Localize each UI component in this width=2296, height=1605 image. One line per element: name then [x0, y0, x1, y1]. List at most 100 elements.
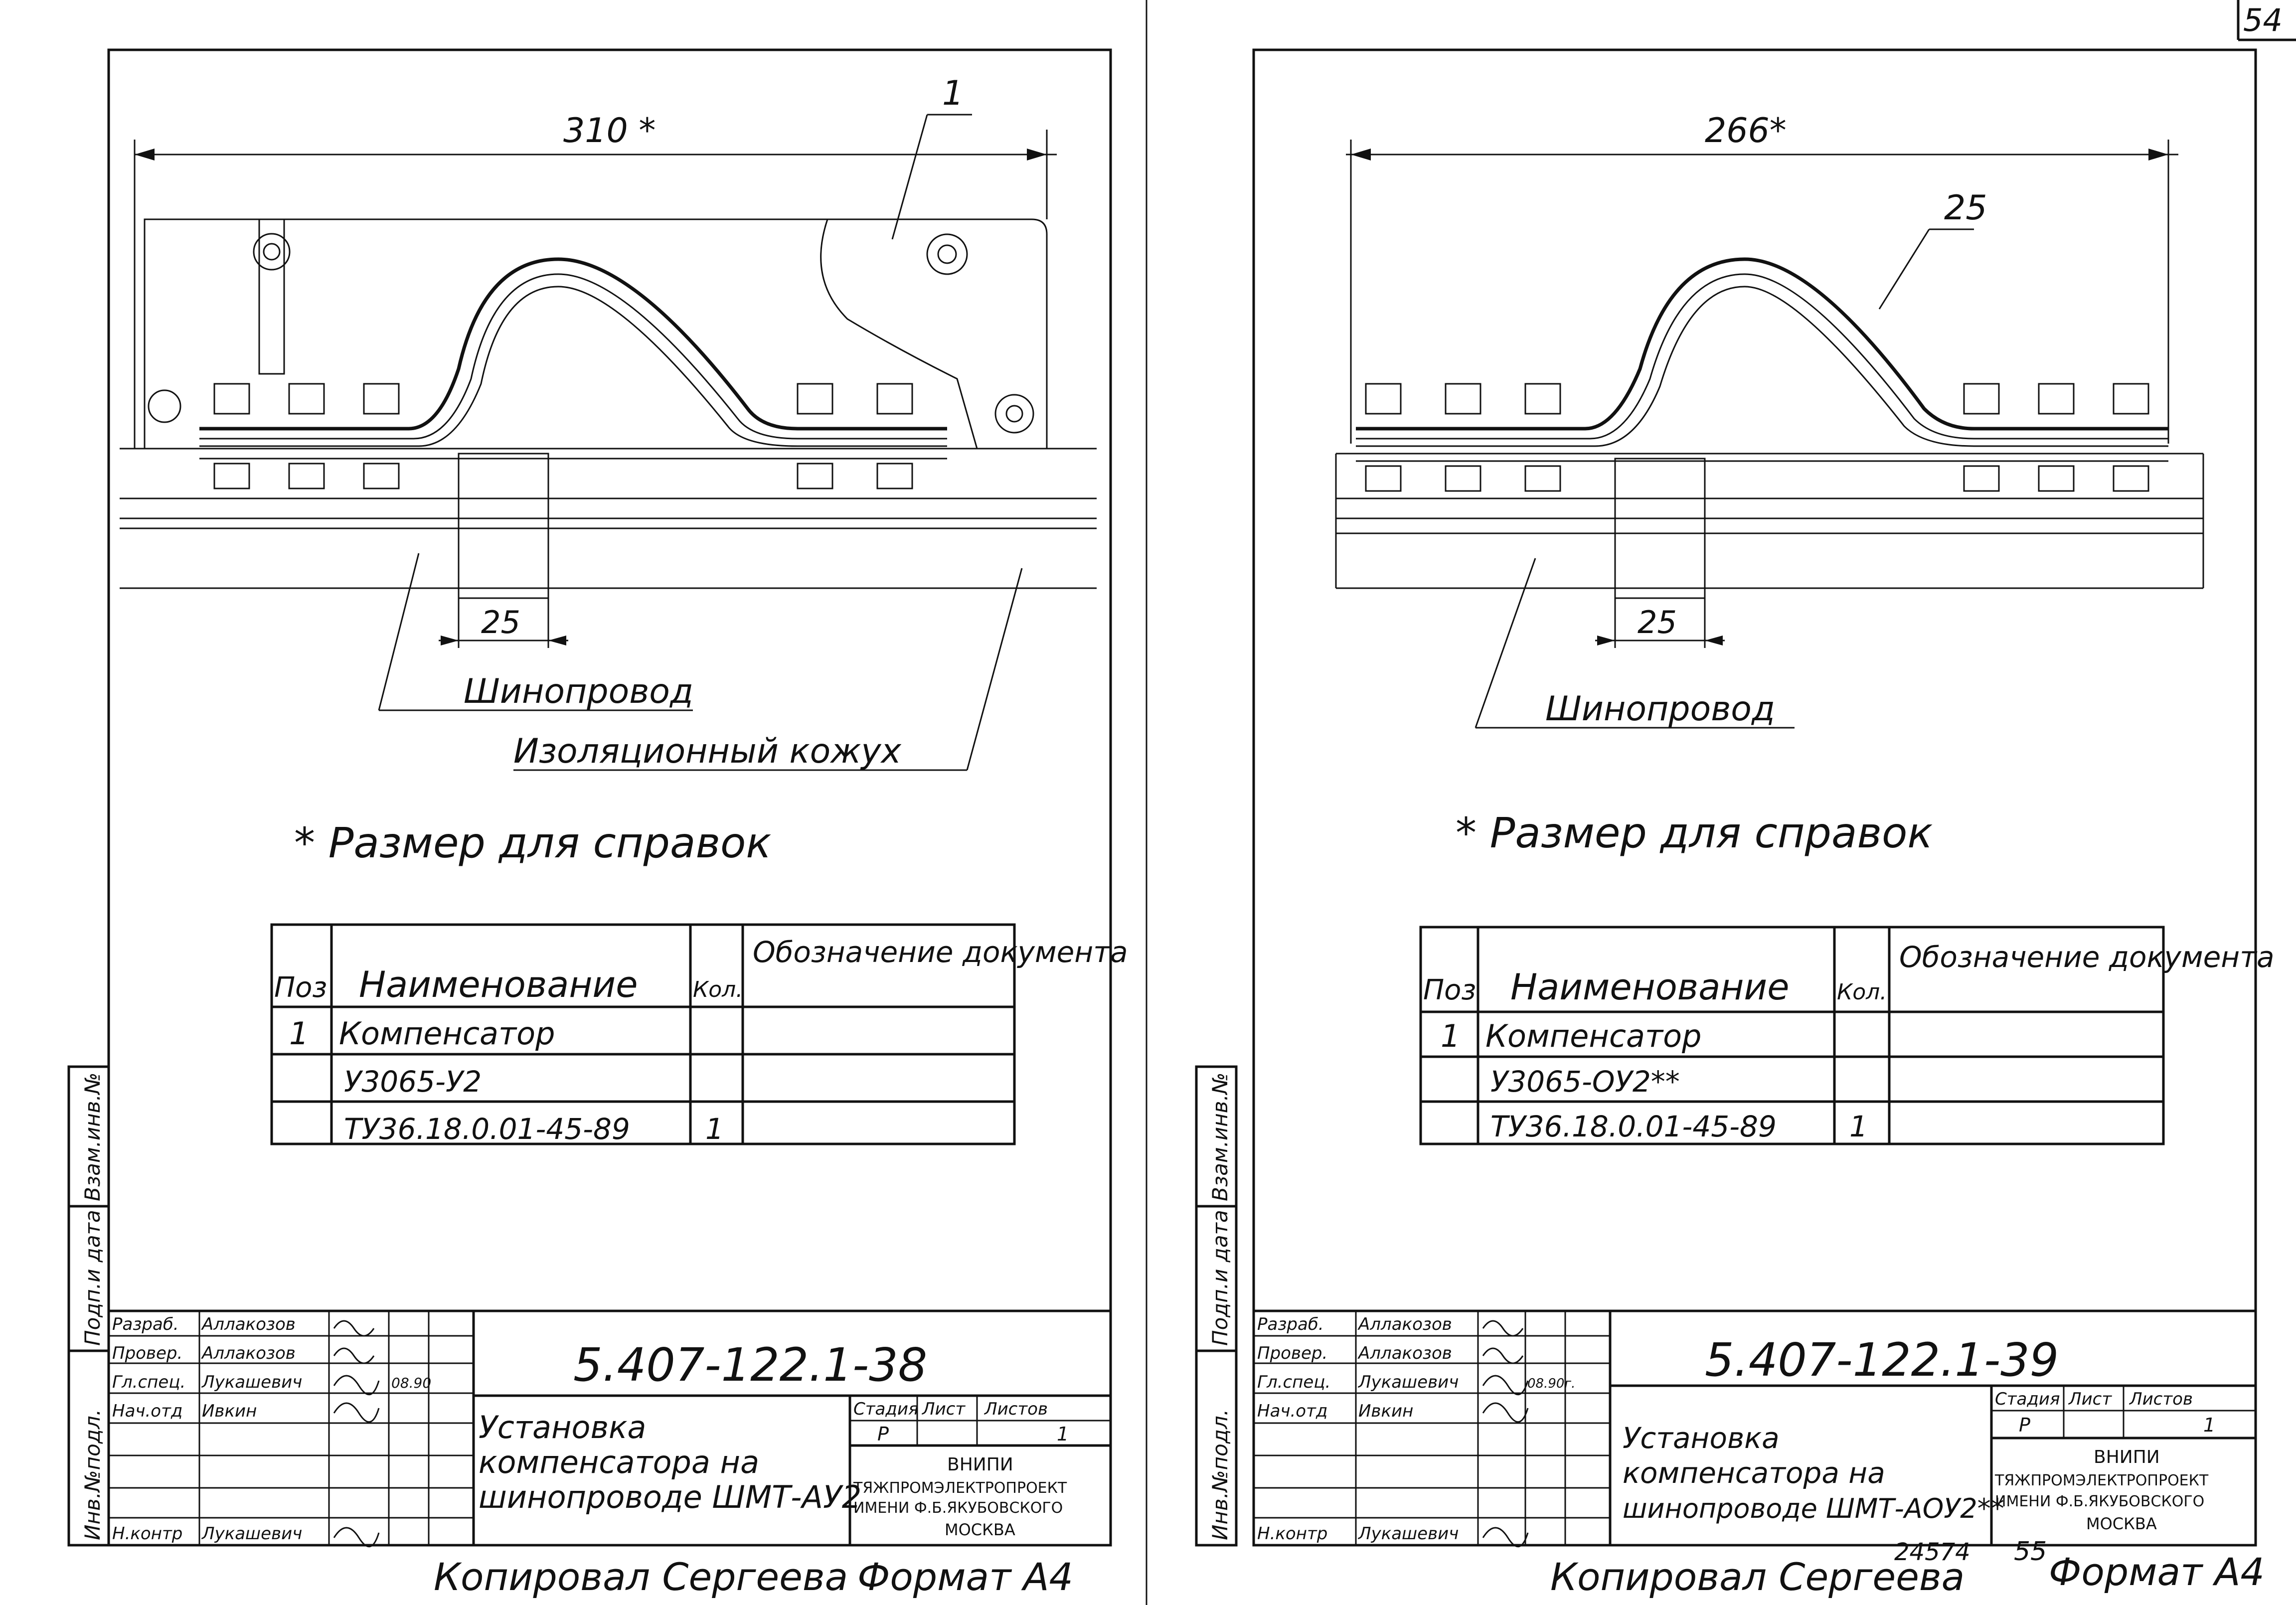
- left-side-label-sign: Подп.и дата: [80, 1210, 105, 1346]
- left-drawing: 310 * 1 25 Шинопровод Изоляционный кожух: [120, 74, 1097, 771]
- left-footer-format: Формат А4: [857, 1555, 1073, 1599]
- left-dimension-gap: 25: [481, 604, 520, 641]
- stamp-role: Н.контр: [112, 1524, 182, 1544]
- right-table-header-name: Наименование: [1510, 966, 1790, 1008]
- stamp-name: Лукашевич: [201, 1524, 302, 1544]
- left-label-cover: Изоляционный кожух: [513, 732, 902, 771]
- stamp-org: МОСКВА: [2086, 1514, 2157, 1533]
- left-leader-label: 1: [942, 74, 964, 113]
- left-title-line: шинопроводе ШМТ-АУ2: [479, 1479, 861, 1515]
- right-table-cell: 1: [1849, 1110, 1868, 1143]
- right-archive-number: 24574: [1894, 1538, 1970, 1566]
- signature-marks: [1482, 1320, 1529, 1548]
- stamp-org: ИМЕНИ Ф.Б.ЯКУБОВСКОГО: [1995, 1493, 2204, 1510]
- right-title-line: компенсатора на: [1623, 1456, 1885, 1490]
- right-page-number: 55: [2014, 1537, 2047, 1567]
- stamp-role: Нач.отд: [1257, 1401, 1327, 1421]
- stamp-role: Провер.: [1257, 1343, 1327, 1363]
- right-leader-label: 25: [1944, 188, 1987, 228]
- right-side-label-sign: Подп.и дата: [1208, 1210, 1232, 1346]
- left-table-header-qty: Кол.: [693, 977, 743, 1002]
- right-table-header-doc: Обозначение документа: [1899, 940, 2275, 974]
- stamp-name: Аллакозов: [201, 1314, 296, 1334]
- left-table-header-doc: Обозначение документа: [753, 935, 1128, 969]
- left-table-cell: 1: [289, 1015, 309, 1052]
- stamp-org: ИМЕНИ Ф.Б.ЯКУБОВСКОГО: [853, 1499, 1063, 1517]
- stamp-role: Гл.спец.: [112, 1372, 185, 1392]
- right-doc-number: 5.407-122.1-39: [1705, 1333, 2059, 1387]
- left-doc-number: 5.407-122.1-38: [573, 1338, 927, 1392]
- stamp-role: Разраб.: [1257, 1314, 1324, 1334]
- right-side-label-replace: Взам.инв.№: [1208, 1073, 1232, 1201]
- left-table-cell: У3065-У2: [344, 1065, 482, 1099]
- right-dimension-top: 266*: [1705, 111, 1787, 151]
- left-title-block: Разраб. Провер. Гл.спец. Нач.отд Н.контр…: [107, 1309, 1112, 1548]
- stamp-name: Аллакозов: [1357, 1314, 1452, 1334]
- stamp-date: 08.90г.: [1527, 1376, 1575, 1391]
- right-footer-format: Формат А4: [2049, 1550, 2265, 1594]
- stamp-org: МОСКВА: [945, 1520, 1015, 1539]
- right-side-label-inv: Инв.№подл.: [1208, 1409, 1232, 1540]
- right-note: * Размер для справок: [1456, 808, 1933, 857]
- right-title-block: Разраб. Провер. Гл.спец. Нач.отд Н.контр…: [1252, 1309, 2257, 1548]
- stamp-stage: Р: [2019, 1414, 2030, 1436]
- stamp-sheets: 1: [2203, 1414, 2215, 1436]
- right-table-header-qty: Кол.: [1837, 979, 1887, 1005]
- right-footer-copied: Копировал Сергеева: [1550, 1555, 1965, 1599]
- stamp-name: Ивкин: [202, 1401, 257, 1421]
- stamp-col-stage: Стадия: [853, 1399, 918, 1419]
- stamp-name: Лукашевич: [1357, 1372, 1459, 1392]
- left-title-line: Установка: [479, 1409, 646, 1445]
- stamp-role: Н.контр: [1257, 1524, 1327, 1544]
- right-parts-table: Поз Наименование Кол. Обозначение докуме…: [1419, 926, 2275, 1145]
- stamp-role: Нач.отд: [112, 1401, 182, 1421]
- stamp-col-sheet: Лист: [921, 1399, 966, 1419]
- left-table-header-name: Наименование: [359, 963, 638, 1005]
- stamp-org: ТЯЖПРОМЭЛЕКТРОПРОЕКТ: [1994, 1472, 2209, 1489]
- stamp-stage: Р: [877, 1423, 889, 1445]
- signature-marks: [333, 1320, 380, 1548]
- stamp-name: Аллакозов: [201, 1343, 296, 1363]
- left-side-label-inv: Инв.№подл.: [80, 1409, 105, 1540]
- left-footer-copied: Копировал Сергеева: [434, 1555, 848, 1599]
- stamp-name: Аллакозов: [1357, 1343, 1452, 1363]
- stamp-col-stage: Стадия: [1995, 1389, 2060, 1409]
- stamp-col-sheet: Лист: [2068, 1389, 2112, 1409]
- left-parts-table: Поз Наименование Кол. Обозначение докуме…: [270, 923, 1128, 1146]
- stamp-date: 08.90: [391, 1375, 431, 1391]
- right-table-cell: ТУ36.18.0.01-45-89: [1490, 1110, 1777, 1143]
- stamp-name: Лукашевич: [1357, 1524, 1459, 1544]
- stamp-org: ВНИПИ: [947, 1454, 1013, 1475]
- right-table-cell: Компенсатор: [1485, 1018, 1701, 1054]
- right-sheet: Инв.№подл. Подп.и дата Взам.инв.№: [1195, 48, 2275, 1599]
- left-table-cell: 1: [705, 1112, 724, 1146]
- left-label-busbar: Шинопровод: [464, 672, 693, 711]
- stamp-sheets: 1: [1057, 1423, 1069, 1445]
- left-title-line: компенсатора на: [479, 1444, 759, 1480]
- left-table-header-pos: Поз: [274, 971, 327, 1004]
- right-drawing: 266* 25 25 Шинопровод: [1335, 111, 2204, 729]
- corner-sheet-number: 54: [2243, 2, 2283, 38]
- right-table-cell: 1: [1441, 1018, 1460, 1054]
- right-table-cell: У3065-ОУ2**: [1490, 1065, 1680, 1099]
- left-table-cell: Компенсатор: [339, 1015, 555, 1052]
- stamp-col-sheets: Листов: [984, 1399, 1048, 1419]
- stamp-name: Ивкин: [1358, 1401, 1413, 1421]
- left-sheet: Инв.№подл. Подп.и дата Взам.инв.№: [67, 48, 1128, 1599]
- stamp-org: ВНИПИ: [2094, 1447, 2160, 1467]
- left-table-cell: ТУ36.18.0.01-45-89: [344, 1112, 630, 1146]
- left-note: * Размер для справок: [294, 818, 771, 867]
- right-dimension-gap: 25: [1638, 604, 1677, 641]
- right-table-header-pos: Поз: [1423, 974, 1476, 1006]
- right-title-line: шинопроводе ШМТ-АОУ2**: [1623, 1493, 2004, 1524]
- right-label-busbar: Шинопровод: [1545, 689, 1775, 729]
- stamp-col-sheets: Листов: [2129, 1389, 2193, 1409]
- right-title-line: Установка: [1623, 1421, 1780, 1455]
- stamp-name: Лукашевич: [201, 1372, 302, 1392]
- left-side-label-replace: Взам.инв.№: [80, 1073, 105, 1201]
- stamp-role: Провер.: [112, 1343, 182, 1363]
- stamp-org: ТЯЖПРОМЭЛЕКТРОПРОЕКТ: [853, 1479, 1067, 1497]
- left-dimension-top: 310 *: [563, 111, 656, 151]
- stamp-role: Разраб.: [112, 1314, 179, 1334]
